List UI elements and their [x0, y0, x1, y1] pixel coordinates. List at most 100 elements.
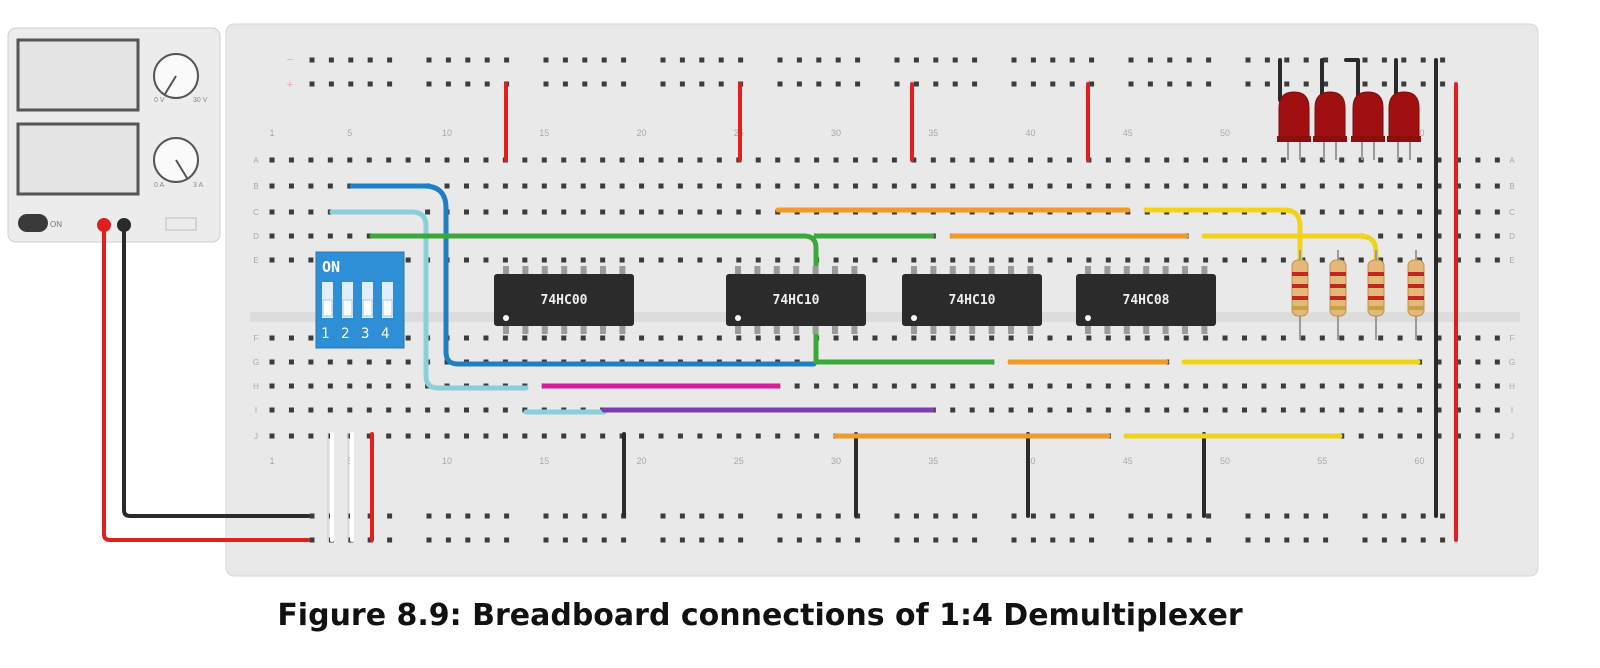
hole[interactable]: [1186, 537, 1192, 543]
hole[interactable]: [1167, 537, 1173, 543]
hole[interactable]: [541, 433, 547, 439]
hole[interactable]: [425, 209, 431, 215]
hole[interactable]: [1183, 407, 1189, 413]
hole[interactable]: [716, 433, 722, 439]
hole[interactable]: [1440, 537, 1446, 543]
hole[interactable]: [1069, 57, 1075, 63]
hole[interactable]: [1047, 335, 1053, 341]
hole[interactable]: [1339, 407, 1345, 413]
hole[interactable]: [308, 183, 314, 189]
hole[interactable]: [1436, 209, 1442, 215]
hole[interactable]: [348, 57, 354, 63]
hole[interactable]: [1420, 513, 1426, 519]
hole[interactable]: [621, 57, 627, 63]
hole[interactable]: [835, 81, 841, 87]
hole[interactable]: [1300, 183, 1306, 189]
hole[interactable]: [621, 81, 627, 87]
hole[interactable]: [969, 335, 975, 341]
green-wire[interactable]: [369, 233, 995, 365]
hole[interactable]: [816, 513, 822, 519]
hole[interactable]: [288, 433, 294, 439]
negative-terminal[interactable]: [117, 218, 131, 232]
hole[interactable]: [465, 537, 471, 543]
hole[interactable]: [522, 433, 528, 439]
hole[interactable]: [1475, 157, 1481, 163]
hole[interactable]: [736, 209, 742, 215]
hole[interactable]: [269, 233, 275, 239]
hole[interactable]: [1203, 383, 1209, 389]
hole[interactable]: [891, 183, 897, 189]
hole[interactable]: [522, 335, 528, 341]
hole[interactable]: [1261, 157, 1267, 163]
hole[interactable]: [541, 257, 547, 263]
hole[interactable]: [872, 257, 878, 263]
hole[interactable]: [1128, 81, 1134, 87]
hole[interactable]: [1319, 209, 1325, 215]
hole[interactable]: [308, 209, 314, 215]
hole[interactable]: [738, 537, 744, 543]
hole[interactable]: [582, 81, 588, 87]
hole[interactable]: [894, 513, 900, 519]
hole[interactable]: [1264, 513, 1270, 519]
hole[interactable]: [1323, 81, 1329, 87]
hole[interactable]: [1245, 513, 1251, 519]
hole[interactable]: [1147, 537, 1153, 543]
hole[interactable]: [1008, 335, 1014, 341]
dip-lever[interactable]: [362, 299, 373, 317]
hole[interactable]: [677, 157, 683, 163]
hole[interactable]: [1089, 537, 1095, 543]
hole[interactable]: [891, 383, 897, 389]
hole[interactable]: [1186, 81, 1192, 87]
hole[interactable]: [541, 157, 547, 163]
hole[interactable]: [697, 433, 703, 439]
hole[interactable]: [1086, 257, 1092, 263]
hole[interactable]: [1206, 513, 1212, 519]
hole[interactable]: [872, 183, 878, 189]
hole[interactable]: [894, 81, 900, 87]
hole[interactable]: [716, 257, 722, 263]
hole[interactable]: [1303, 57, 1309, 63]
hole[interactable]: [1319, 407, 1325, 413]
hole[interactable]: [1397, 335, 1403, 341]
hole[interactable]: [1494, 209, 1500, 215]
hole[interactable]: [1164, 257, 1170, 263]
hole[interactable]: [699, 537, 705, 543]
hole[interactable]: [601, 81, 607, 87]
hole[interactable]: [1455, 257, 1461, 263]
hole[interactable]: [1362, 81, 1368, 87]
hole[interactable]: [1284, 81, 1290, 87]
hole[interactable]: [1378, 407, 1384, 413]
hole[interactable]: [1417, 407, 1423, 413]
hole[interactable]: [833, 183, 839, 189]
hole[interactable]: [328, 81, 334, 87]
hole[interactable]: [853, 183, 858, 189]
hole[interactable]: [1494, 257, 1500, 263]
hole[interactable]: [794, 183, 800, 189]
hole[interactable]: [269, 157, 275, 163]
hole[interactable]: [288, 383, 294, 389]
hole[interactable]: [855, 81, 861, 87]
hole[interactable]: [913, 81, 919, 87]
hole[interactable]: [1362, 57, 1368, 63]
hole[interactable]: [1494, 335, 1500, 341]
hole[interactable]: [426, 57, 432, 63]
hole[interactable]: [794, 257, 800, 263]
hole[interactable]: [697, 183, 703, 189]
hole[interactable]: [989, 407, 995, 413]
hole[interactable]: [969, 183, 975, 189]
hole[interactable]: [1300, 335, 1306, 341]
hole[interactable]: [1362, 537, 1368, 543]
hole[interactable]: [366, 157, 372, 163]
hole[interactable]: [1144, 183, 1150, 189]
hole[interactable]: [660, 81, 666, 87]
hole[interactable]: [1066, 157, 1072, 163]
hole[interactable]: [1203, 407, 1209, 413]
hole[interactable]: [1030, 513, 1036, 519]
hole[interactable]: [580, 157, 586, 163]
hole[interactable]: [716, 209, 722, 215]
hole[interactable]: [484, 57, 490, 63]
hole[interactable]: [483, 209, 489, 215]
hole[interactable]: [1358, 257, 1364, 263]
hole[interactable]: [1378, 183, 1384, 189]
hole[interactable]: [1222, 407, 1228, 413]
